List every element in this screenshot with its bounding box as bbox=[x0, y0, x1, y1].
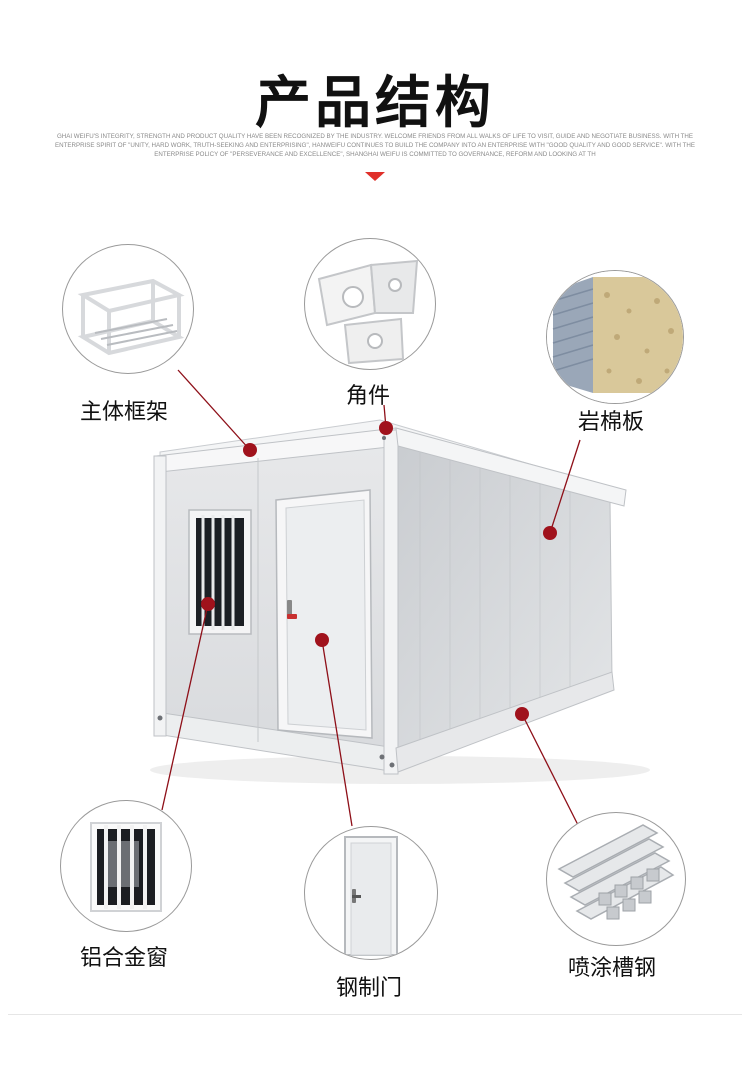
right-post bbox=[383, 429, 399, 775]
page-subtitle: GHAI WEIFU'S INTEGRITY, STRENGTH AND PRO… bbox=[55, 133, 695, 158]
door-illustration bbox=[275, 489, 373, 739]
rock-wool-panel-circle bbox=[546, 270, 684, 404]
window-icon bbox=[90, 822, 162, 912]
corner-fitting-label: 角件 bbox=[346, 384, 391, 409]
channel-steel-icon bbox=[557, 824, 675, 920]
painted-channel-steel-label: 喷涂槽钢 bbox=[568, 956, 657, 981]
marker-door bbox=[315, 633, 329, 647]
markers bbox=[201, 421, 557, 721]
corner-fitting-circle bbox=[304, 238, 436, 370]
side-bottom-beam bbox=[395, 671, 615, 773]
page-title: 产品结构 bbox=[255, 71, 495, 136]
main-frame-circle bbox=[62, 244, 194, 374]
marker-corner bbox=[379, 421, 393, 435]
rock-wool-panel-label: 岩棉板 bbox=[578, 410, 645, 435]
main-frame-label: 主体框架 bbox=[80, 400, 169, 425]
corner-fitting-icon bbox=[317, 259, 419, 365]
left-post bbox=[153, 455, 167, 737]
aluminum-window-circle bbox=[60, 800, 192, 932]
window-illustration bbox=[188, 509, 252, 635]
marker-frame bbox=[243, 443, 257, 457]
steel-door-label: 钢制门 bbox=[336, 976, 403, 1001]
painted-channel-steel-circle bbox=[546, 812, 686, 946]
rock-wool-icon bbox=[547, 271, 683, 403]
frame-icon bbox=[77, 278, 185, 356]
marker-panel bbox=[543, 526, 557, 540]
leader-lines bbox=[161, 369, 581, 827]
side-top-beam bbox=[395, 427, 627, 507]
marker-channel bbox=[515, 707, 529, 721]
bottom-divider bbox=[8, 1014, 742, 1015]
door-icon bbox=[344, 836, 398, 956]
aluminum-window-label: 铝合金窗 bbox=[80, 946, 169, 971]
down-arrow-icon bbox=[365, 172, 385, 181]
marker-window bbox=[201, 597, 215, 611]
steel-door-circle bbox=[304, 826, 438, 960]
